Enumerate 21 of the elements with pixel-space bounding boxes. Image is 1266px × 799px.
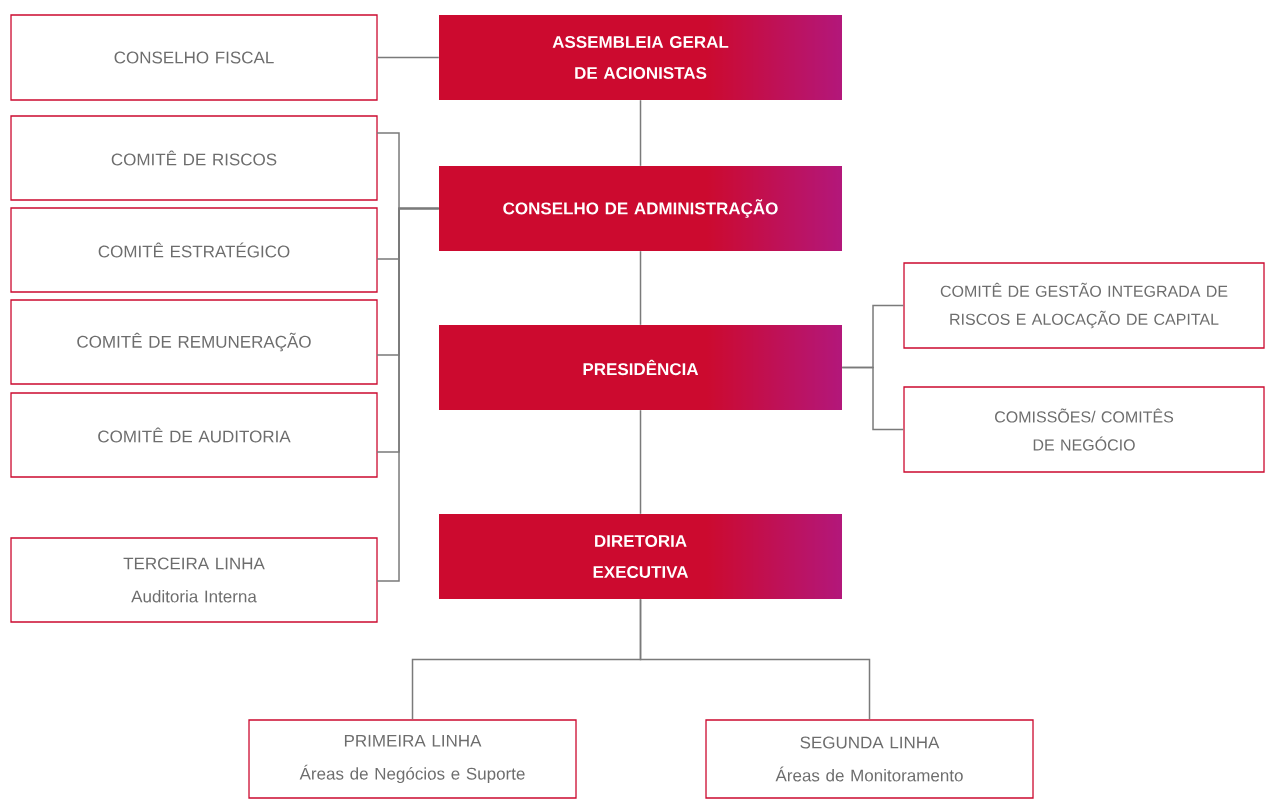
org-box: TERCEIRA LINHA Auditoria Interna: [10, 537, 378, 623]
org-box: PRIMEIRA LINHA Áreas de Negócios e Suporte: [248, 719, 577, 799]
connector-line: [376, 207, 440, 582]
org-box: COMITÊ ESTRATÉGICO: [10, 207, 378, 293]
highlighted-box: DIRETORIA EXECUTIVA: [439, 514, 842, 599]
highlighted-box: ASSEMBLEIA GERAL DE ACIONISTAS: [439, 15, 842, 100]
connector-line: [639, 99, 642, 167]
connector-line: [639, 409, 642, 515]
org-box: COMITÊ DE GESTÃO INTEGRADA DE RISCOS E ALOCAÇÃO DE CAPITAL: [903, 262, 1265, 349]
org-box: COMISSÕES/ COMITÊS DE NEGÓCIO: [903, 386, 1265, 473]
org-box: SEGUNDA LINHA Áreas de Monitoramento: [705, 719, 1034, 799]
org-box: COMITÊ DE RISCOS: [10, 115, 378, 201]
connector-line: [376, 56, 440, 59]
connector-line: [639, 250, 642, 326]
highlighted-box: CONSELHO DE ADMINISTRAÇÃO: [439, 166, 842, 251]
connector-line: [639, 598, 871, 721]
org-box: COMITÊ DE AUDITORIA: [10, 392, 378, 478]
org-box: CONSELHO FISCAL: [10, 14, 378, 101]
highlighted-box: PRESIDÊNCIA: [439, 325, 842, 410]
connector-line: [841, 366, 905, 431]
org-box: COMITÊ DE REMUNERAÇÃO: [10, 299, 378, 385]
